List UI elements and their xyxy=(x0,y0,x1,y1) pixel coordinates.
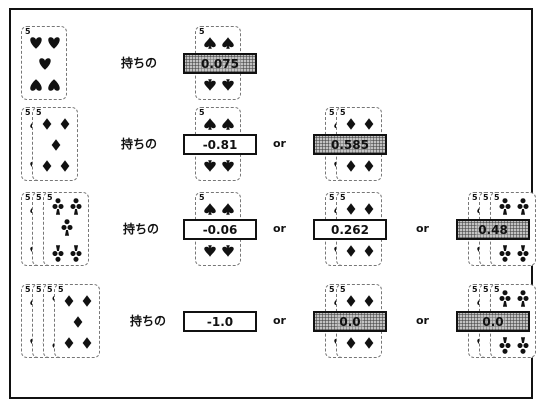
spade-pip-icon xyxy=(204,245,216,257)
best-value-box: 0.48 xyxy=(456,219,530,240)
diamond-pip-icon xyxy=(65,295,74,307)
diamond-pip-icon xyxy=(43,160,52,172)
club-pip-icon xyxy=(499,290,510,307)
club-pip-icon xyxy=(517,290,528,307)
club-five-card: 5 xyxy=(43,192,89,266)
spade-pip-icon xyxy=(204,160,216,172)
diamond-pip-icon xyxy=(43,118,52,130)
diamond-pip-icon xyxy=(347,295,356,307)
club-pip-icon xyxy=(61,219,72,236)
diamond-pip-icon xyxy=(365,118,374,130)
diamond-pip-icon xyxy=(61,160,70,172)
best-value-box: 0.0 xyxy=(313,311,387,332)
expected-value: -1.0 xyxy=(207,315,233,329)
or-label: or xyxy=(273,137,286,150)
or-label: or xyxy=(416,314,429,327)
expected-value: 0.262 xyxy=(331,223,369,237)
spade-pip-icon xyxy=(204,118,216,130)
diamond-pip-icon xyxy=(83,295,92,307)
hold-label: 持ちの xyxy=(130,312,166,329)
spade-pip-icon xyxy=(204,203,216,215)
best-value-box: 0.0 xyxy=(456,311,530,332)
diamond-pip-icon xyxy=(83,337,92,349)
or-label: or xyxy=(273,314,286,327)
diamond-pip-icon xyxy=(74,316,83,328)
value-box: -0.81 xyxy=(183,134,257,155)
diamond-pip-icon xyxy=(347,160,356,172)
expected-value: -0.81 xyxy=(203,138,238,152)
card-pips xyxy=(55,285,100,358)
heart-pip-icon xyxy=(48,37,59,49)
club-pip-icon xyxy=(499,198,510,215)
spade-pip-icon xyxy=(204,37,216,49)
expected-value: 0.0 xyxy=(337,315,362,329)
diamond-pip-icon xyxy=(365,337,374,349)
expected-value: 0.0 xyxy=(480,315,505,329)
club-pip-icon xyxy=(52,245,63,262)
expected-value: 0.075 xyxy=(199,57,241,71)
diamond-pip-icon xyxy=(52,139,61,151)
diamond-pip-icon xyxy=(365,160,374,172)
expected-value: -0.06 xyxy=(203,223,238,237)
spade-pip-icon xyxy=(204,79,216,91)
value-box: 0.262 xyxy=(313,219,387,240)
or-label: or xyxy=(416,222,429,235)
hold-label: 持ちの xyxy=(121,135,157,152)
spade-pip-icon xyxy=(222,245,234,257)
diamond-pip-icon xyxy=(347,118,356,130)
diamond-five-card: 5 xyxy=(32,107,78,181)
card-pips xyxy=(44,193,89,266)
diamond-pip-icon xyxy=(365,245,374,257)
diamond-pip-icon xyxy=(65,337,74,349)
best-value-box: 0.075 xyxy=(183,53,257,74)
card-pips xyxy=(33,108,78,181)
spade-pip-icon xyxy=(222,160,234,172)
club-pip-icon xyxy=(70,245,81,262)
spade-pip-icon xyxy=(222,203,234,215)
expected-value: 0.585 xyxy=(329,138,371,152)
club-pip-icon xyxy=(517,337,528,354)
heart-pip-icon xyxy=(30,37,41,49)
hold-label: 持ちの xyxy=(123,220,159,237)
club-pip-icon xyxy=(70,198,81,215)
diamond-pip-icon xyxy=(347,203,356,215)
value-box: -0.06 xyxy=(183,219,257,240)
heart-pip-icon xyxy=(48,79,59,91)
diamond-pip-icon xyxy=(61,118,70,130)
heart-five-card: 5 xyxy=(21,26,67,100)
spade-pip-icon xyxy=(222,79,234,91)
hold-label: 持ちの xyxy=(121,54,157,71)
card-pips xyxy=(22,27,67,100)
club-pip-icon xyxy=(499,245,510,262)
diamond-pip-icon xyxy=(365,295,374,307)
club-pip-icon xyxy=(499,337,510,354)
expected-value: 0.48 xyxy=(476,223,510,237)
spade-pip-icon xyxy=(222,118,234,130)
heart-pip-icon xyxy=(30,79,41,91)
best-value-box: 0.585 xyxy=(313,134,387,155)
diamond-pip-icon xyxy=(347,245,356,257)
diamond-pip-icon xyxy=(347,337,356,349)
club-pip-icon xyxy=(517,245,528,262)
club-pip-icon xyxy=(517,198,528,215)
diamond-pip-icon xyxy=(365,203,374,215)
held-hand-1: 5 xyxy=(21,26,67,100)
club-pip-icon xyxy=(52,198,63,215)
diamond-five-card: 5 xyxy=(54,284,100,358)
or-label: or xyxy=(273,222,286,235)
diagram-frame: 5持ちの50.07555持ちの5-0.81550.585or555持ちの5-0.… xyxy=(9,8,533,399)
spade-pip-icon xyxy=(222,37,234,49)
value-box: -1.0 xyxy=(183,311,257,332)
heart-pip-icon xyxy=(39,58,50,70)
